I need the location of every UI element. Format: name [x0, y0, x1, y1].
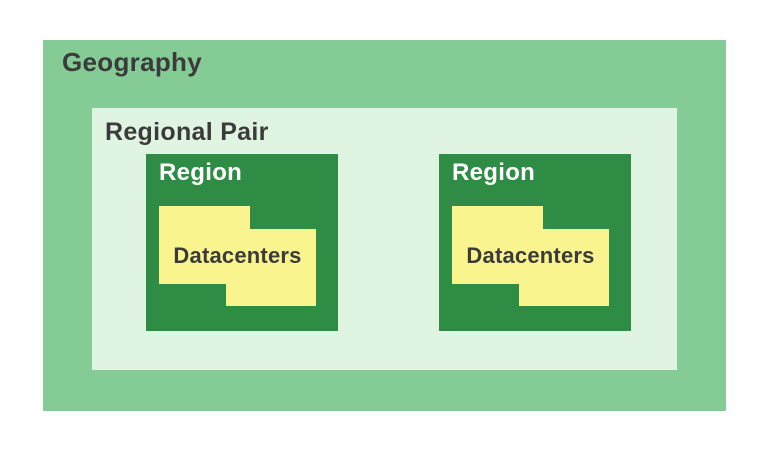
- datacenters-shape: Datacenters: [146, 154, 338, 331]
- datacenters-shape: Datacenters: [439, 154, 631, 331]
- geography-box: Geography Regional Pair Region Datacente…: [43, 40, 726, 411]
- datacenter-rect-front: [226, 229, 316, 306]
- region-label: Region: [159, 159, 243, 186]
- region-label: Region: [452, 159, 536, 186]
- regional-pair-label: Regional Pair: [105, 118, 269, 146]
- regional-pair-box: Regional Pair Region Datacenters Region …: [92, 108, 677, 370]
- region-box-right: Region Datacenters: [439, 154, 631, 331]
- datacenters-label: Datacenters: [466, 243, 595, 268]
- datacenter-rect-front: [519, 229, 609, 306]
- region-box-left: Region Datacenters: [146, 154, 338, 331]
- datacenters-label: Datacenters: [173, 243, 302, 268]
- geography-label: Geography: [62, 47, 202, 77]
